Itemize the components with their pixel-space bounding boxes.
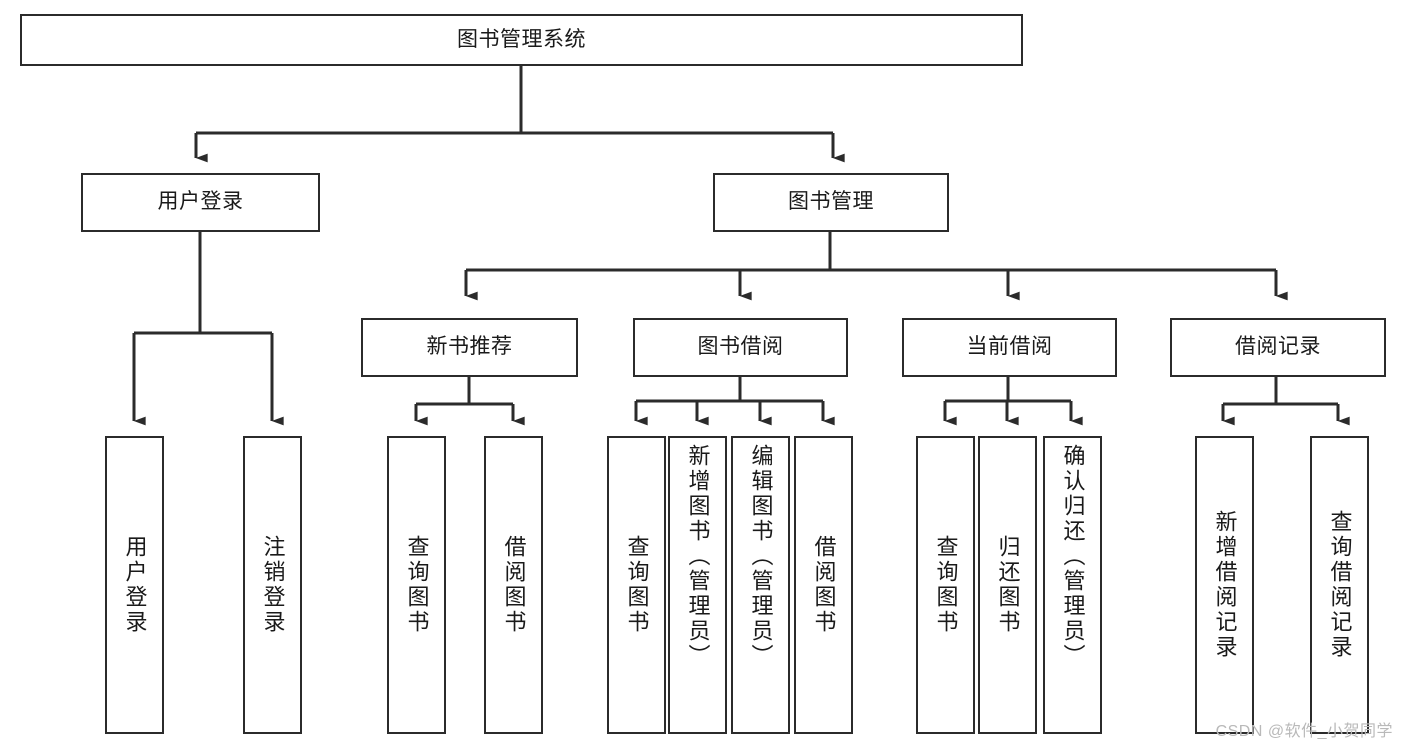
- leaf-borrow-borrow-book[interactable]: 借阅图书: [794, 436, 853, 734]
- leaf-current-confirm-return-admin[interactable]: 确认归还（管理员）: [1043, 436, 1102, 734]
- leaf-record-add-record[interactable]: 新增借阅记录: [1195, 436, 1254, 734]
- node-current-borrow[interactable]: 当前借阅: [902, 318, 1117, 377]
- leaf-recommend-borrow-book[interactable]: 借阅图书: [484, 436, 543, 734]
- node-current-borrow-label: 当前借阅: [966, 335, 1053, 359]
- connectors-user-login: [132, 232, 284, 426]
- leaf-record-query-record[interactable]: 查询借阅记录: [1310, 436, 1369, 734]
- leaf-current-query-book-label: 查询图书: [933, 535, 959, 635]
- connectors-book-manage: [464, 232, 1288, 301]
- leaf-user-login-login[interactable]: 用户登录: [105, 436, 164, 734]
- node-book-management-label: 图书管理: [788, 190, 874, 214]
- leaf-borrow-add-book-admin[interactable]: 新增图书（管理员）: [668, 436, 727, 734]
- leaf-borrow-borrow-book-label: 借阅图书: [811, 535, 837, 635]
- leaf-borrow-edit-book-admin[interactable]: 编辑图书（管理员）: [731, 436, 790, 734]
- leaf-current-return-book-label: 归还图书: [995, 535, 1021, 635]
- leaf-current-query-book[interactable]: 查询图书: [916, 436, 975, 734]
- node-new-book-recommend[interactable]: 新书推荐: [361, 318, 578, 377]
- node-book-borrow[interactable]: 图书借阅: [633, 318, 848, 377]
- node-user-login[interactable]: 用户登录: [81, 173, 320, 232]
- node-book-management[interactable]: 图书管理: [713, 173, 949, 232]
- leaf-recommend-query-book[interactable]: 查询图书: [387, 436, 446, 734]
- node-root-book-management-system[interactable]: 图书管理系统: [20, 14, 1023, 66]
- node-book-borrow-label: 图书借阅: [697, 335, 784, 359]
- leaf-borrow-edit-book-admin-label: 编辑图书（管理员）: [748, 444, 774, 669]
- node-user-login-label: 用户登录: [157, 190, 244, 214]
- leaf-current-return-book[interactable]: 归还图书: [978, 436, 1037, 734]
- node-root-label: 图书管理系统: [457, 27, 586, 51]
- connectors-book-borrow: [634, 377, 835, 426]
- leaf-borrow-query-book[interactable]: 查询图书: [607, 436, 666, 734]
- leaf-record-add-record-label: 新增借阅记录: [1212, 510, 1238, 660]
- leaf-user-login-logout-label: 注销登录: [260, 535, 286, 635]
- leaf-record-query-record-label: 查询借阅记录: [1327, 510, 1353, 660]
- leaf-borrow-query-book-label: 查询图书: [624, 535, 650, 635]
- leaf-borrow-add-book-admin-label: 新增图书（管理员）: [685, 444, 711, 669]
- leaf-recommend-query-book-label: 查询图书: [404, 535, 430, 635]
- leaf-user-login-logout[interactable]: 注销登录: [243, 436, 302, 734]
- connectors-current-borrow: [943, 377, 1083, 426]
- leaf-recommend-borrow-book-label: 借阅图书: [501, 535, 527, 635]
- connectors-root: [194, 65, 845, 163]
- node-new-book-recommend-label: 新书推荐: [426, 335, 513, 359]
- node-borrow-record-label: 借阅记录: [1235, 335, 1321, 359]
- connectors-borrow-record: [1221, 377, 1350, 426]
- leaf-current-confirm-return-admin-label: 确认归还（管理员）: [1060, 444, 1086, 669]
- node-borrow-record[interactable]: 借阅记录: [1170, 318, 1386, 377]
- connectors-new-book-recommend: [414, 377, 525, 426]
- leaf-user-login-login-label: 用户登录: [122, 535, 148, 635]
